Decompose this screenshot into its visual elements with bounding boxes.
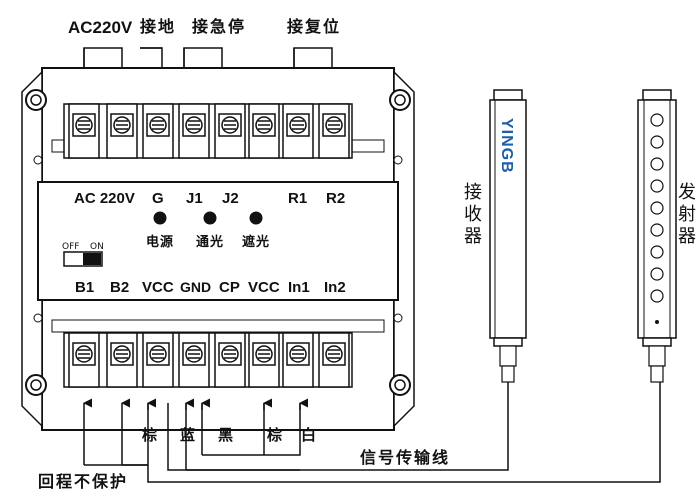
- terminal-screw-icon[interactable]: [214, 103, 246, 159]
- emitter-label: 发 射 器: [678, 182, 696, 247]
- panel-lower-labels: B1 B2 VCC GND CP VCC In1 In2: [75, 279, 346, 296]
- receiver-brand-logo: YINGB: [498, 118, 515, 174]
- wire-label-black: 黑: [218, 426, 233, 444]
- panel-label-r2: R2: [326, 190, 345, 207]
- wire-label-blue: 蓝: [180, 426, 195, 444]
- wire-label-white: 白: [301, 426, 316, 444]
- label-ac220v-top: AC220V: [68, 18, 133, 37]
- wire-label-brown1: 棕: [142, 426, 157, 444]
- panel-label-b1: B1: [75, 279, 94, 296]
- switch-off-label: OFF: [62, 242, 79, 252]
- emitter-sensor: [637, 89, 677, 383]
- receiver-label: 接 收 器: [464, 182, 482, 247]
- light-pass-led-icon: [203, 211, 217, 225]
- emitter-lens-icon: [650, 289, 664, 303]
- off-on-switch[interactable]: OFF ON: [62, 242, 104, 267]
- terminal-screw-icon[interactable]: [142, 332, 174, 388]
- power-led-icon: [153, 211, 167, 225]
- emitter-lens-icon: [650, 201, 664, 215]
- terminal-screw-icon[interactable]: [248, 332, 280, 388]
- panel-label-ac220v: AC 220V: [74, 190, 135, 207]
- panel-label-in2: In2: [324, 279, 346, 296]
- panel-label-g: G: [152, 190, 164, 207]
- terminal-screw-icon[interactable]: [214, 332, 246, 388]
- bottom-terminal-block: [63, 332, 353, 388]
- label-estop-top: 接急停: [192, 17, 246, 36]
- panel-label-vcc2: VCC: [248, 279, 280, 296]
- receiver-label-char-1: 接: [464, 182, 482, 203]
- terminal-screw-icon[interactable]: [282, 332, 314, 388]
- emitter-lens-icon: [650, 223, 664, 237]
- emitter-lens-column: [650, 113, 664, 324]
- terminal-screw-icon[interactable]: [106, 103, 138, 159]
- emitter-lens-icon: [650, 157, 664, 171]
- panel-label-j2: J2: [222, 190, 239, 207]
- emitter-label-char-1: 发: [678, 182, 696, 203]
- top-terminal-block: [63, 103, 353, 159]
- indicator-label-pass: 通光: [196, 234, 224, 250]
- emitter-lens-icon: [650, 179, 664, 193]
- label-reset-top: 接复位: [287, 17, 341, 36]
- panel-label-in1: In1: [288, 279, 310, 296]
- emitter-lens-icon: [650, 113, 664, 127]
- terminal-screw-icon[interactable]: [282, 103, 314, 159]
- indicator-label-power: 电源: [146, 234, 174, 250]
- bottom-wiring: [83, 382, 661, 483]
- receiver-sensor: YINGB: [489, 89, 527, 383]
- indicator-label-block: 遮光: [242, 234, 270, 250]
- receiver-label-char-2: 收: [464, 204, 482, 225]
- indicator-leds: 电源 通光 遮光: [146, 211, 270, 250]
- label-signal-line: 信号传输线: [360, 448, 450, 467]
- light-block-led-icon: [249, 211, 263, 225]
- panel-label-j1: J1: [186, 190, 203, 207]
- terminal-screw-icon[interactable]: [318, 332, 350, 388]
- terminal-screw-icon[interactable]: [106, 332, 138, 388]
- panel-label-cp: CP: [219, 279, 240, 296]
- terminal-screw-icon[interactable]: [178, 103, 210, 159]
- panel-label-gnd: GND: [180, 279, 211, 295]
- mounting-holes: [25, 89, 411, 396]
- emitter-lens-icon: [650, 135, 664, 149]
- emitter-label-char-2: 射: [678, 204, 696, 225]
- switch-on-label: ON: [90, 242, 104, 252]
- label-no-protection: 回程不保护: [38, 472, 128, 491]
- label-ground-top: 接地: [140, 17, 176, 36]
- terminal-screw-icon[interactable]: [318, 103, 350, 159]
- receiver-label-char-3: 器: [464, 226, 482, 247]
- emitter-lens-icon: [650, 267, 664, 281]
- emitter-indicator-icon: [655, 320, 659, 324]
- panel-label-b2: B2: [110, 279, 129, 296]
- panel-label-vcc1: VCC: [142, 279, 174, 296]
- label-panel: [37, 181, 399, 301]
- panel-upper-labels: AC 220V G J1 J2 R1 R2: [74, 190, 345, 207]
- switch-knob: [83, 253, 101, 265]
- terminal-screw-icon[interactable]: [68, 103, 100, 159]
- terminal-screw-icon[interactable]: [178, 332, 210, 388]
- wire-label-brown2: 棕: [267, 426, 282, 444]
- emitter-label-char-3: 器: [678, 226, 696, 247]
- terminal-screw-icon[interactable]: [248, 103, 280, 159]
- terminal-screw-icon[interactable]: [142, 103, 174, 159]
- terminal-screw-icon[interactable]: [68, 332, 100, 388]
- panel-label-r1: R1: [288, 190, 307, 207]
- emitter-lens-icon: [650, 245, 664, 259]
